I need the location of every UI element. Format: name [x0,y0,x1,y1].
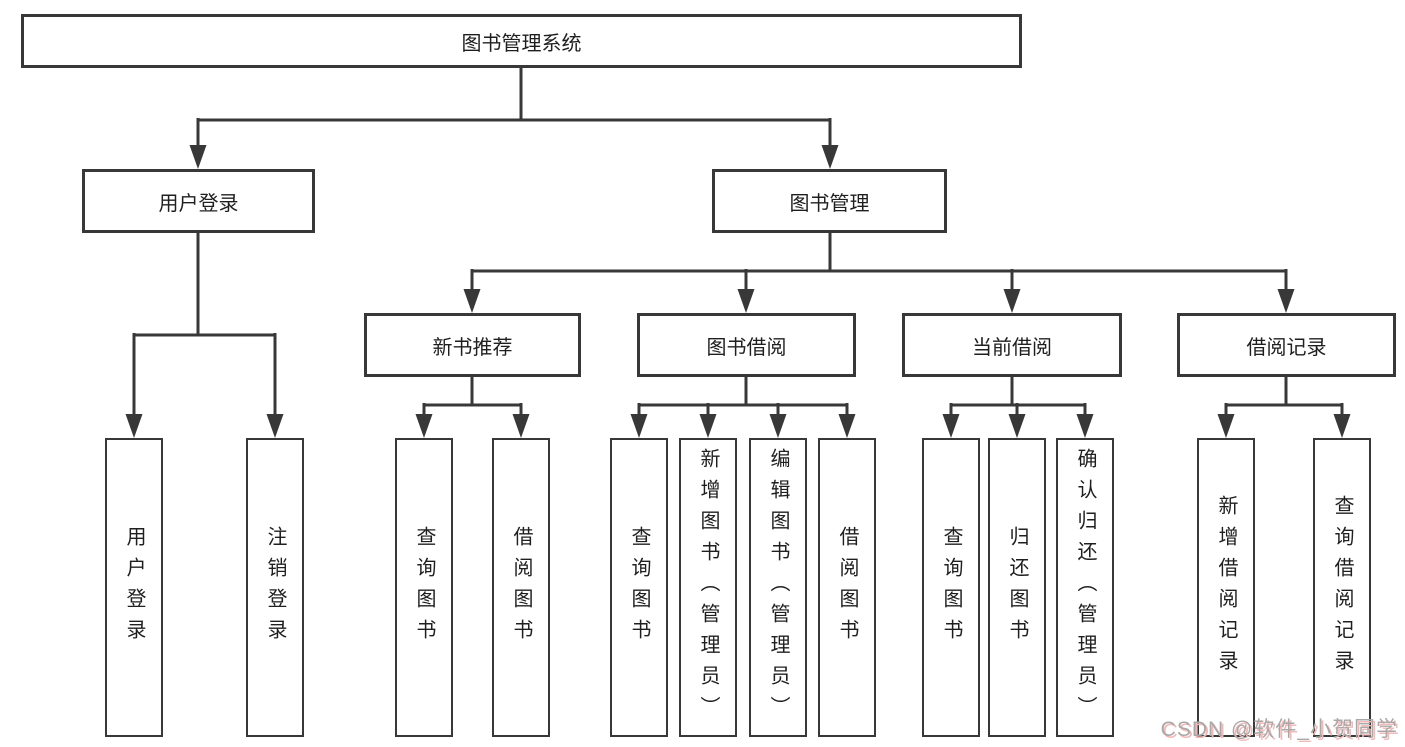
arrowheads [125,145,1351,438]
node-query-books-recommend: 查询图书 [395,438,453,737]
node-edit-books-admin-label: 编辑图书（管理员） [767,448,789,727]
node-current-borrowing: 当前借阅 [902,313,1122,377]
node-confirm-return-admin: 确认归还（管理员） [1056,438,1114,737]
node-current-borrowing-label: 当前借阅 [972,336,1052,359]
node-root-label: 图书管理系统 [461,32,582,55]
node-query-books-current-label: 查询图书 [940,525,962,650]
node-query-books-recommend-label: 查询图书 [413,525,435,650]
node-borrow-books-borrowing: 借阅图书 [818,438,876,737]
node-return-books: 归还图书 [988,438,1046,737]
node-edit-books-admin: 编辑图书（管理员） [749,438,807,737]
node-user-login-label: 用户登录 [158,192,239,215]
node-borrow-books-borrowing-label: 借阅图书 [836,525,858,650]
node-query-books-current: 查询图书 [922,438,980,737]
node-book-borrowing-label: 图书借阅 [706,336,787,359]
node-borrow-books-recommend-label: 借阅图书 [510,525,532,650]
node-borrowing-records: 借阅记录 [1177,313,1396,377]
node-new-book-recommend-label: 新书推荐 [432,336,513,359]
node-return-books-label: 归还图书 [1006,525,1028,650]
node-logout-leaf: 注销登录 [246,438,304,737]
node-confirm-return-admin-label: 确认归还（管理员） [1074,448,1096,727]
node-query-borrow-record-label: 查询借阅记录 [1331,494,1353,681]
node-query-borrow-record: 查询借阅记录 [1313,438,1371,737]
node-logout-leaf-label: 注销登录 [264,525,286,650]
node-query-books-borrowing: 查询图书 [610,438,668,737]
node-book-management-label: 图书管理 [789,192,870,215]
node-user-login-leaf-label: 用户登录 [123,525,145,650]
node-add-books-admin-label: 新增图书（管理员） [697,448,719,727]
node-add-borrow-record-label: 新增借阅记录 [1215,494,1237,681]
node-user-login: 用户登录 [82,169,315,233]
node-new-book-recommend: 新书推荐 [364,313,581,377]
node-borrow-books-recommend: 借阅图书 [492,438,550,737]
node-add-borrow-record: 新增借阅记录 [1197,438,1255,737]
node-query-books-borrowing-label: 查询图书 [628,525,650,650]
node-book-borrowing: 图书借阅 [637,313,856,377]
node-add-books-admin: 新增图书（管理员） [679,438,737,737]
node-borrowing-records-label: 借阅记录 [1246,336,1327,359]
node-user-login-leaf: 用户登录 [105,438,163,737]
node-book-management: 图书管理 [712,169,947,233]
node-root: 图书管理系统 [21,14,1022,68]
watermark: CSDN @软件_小贺同学 [1160,718,1398,741]
